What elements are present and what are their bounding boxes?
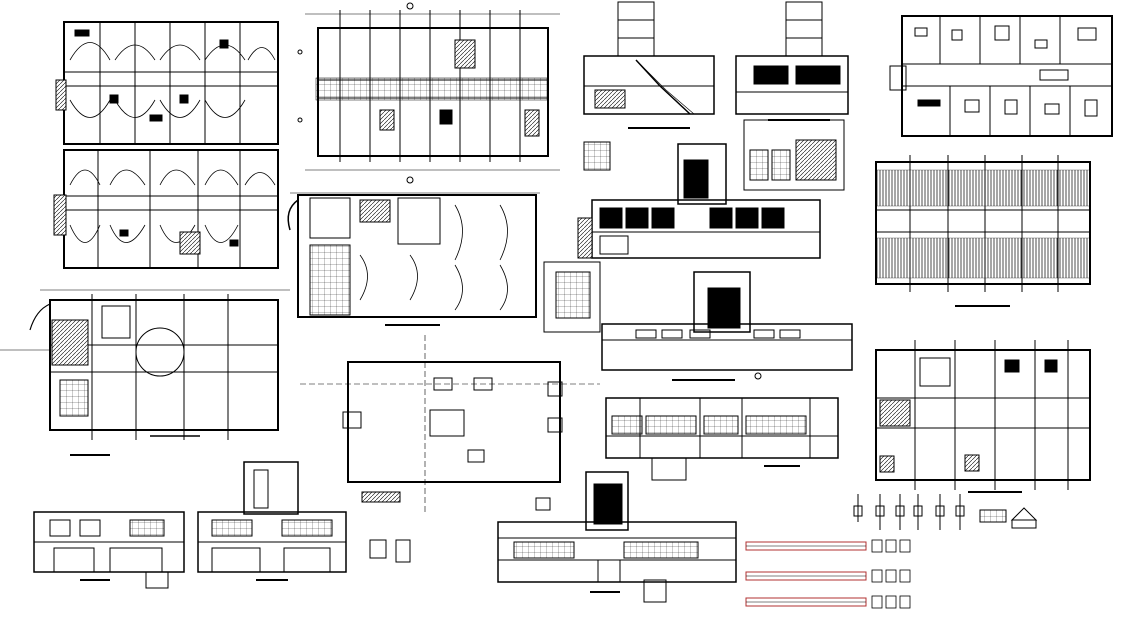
front-elevation-center [601, 271, 853, 381]
structural-grid-plan-top [297, 2, 560, 184]
side-elevation-center [577, 119, 845, 259]
stair-detail [543, 141, 611, 333]
grid-plan-right [875, 155, 1091, 307]
stair-section-top [583, 1, 715, 129]
tower-section-top [735, 1, 849, 121]
elevation-bottom-left-1 [33, 511, 185, 589]
electrical-plan-upper-left [55, 21, 279, 145]
railing-elevation [605, 397, 839, 481]
main-elevation-bottom [497, 471, 737, 603]
beam-details [745, 539, 911, 609]
ground-floor-plan-left [0, 289, 290, 456]
column-details [853, 494, 1038, 530]
roof-plan-center [300, 335, 600, 512]
elevation-bottom-left-2 [197, 461, 411, 581]
ceiling-lighting-plan-center [287, 192, 540, 326]
electrical-plan-lower-left [53, 149, 279, 269]
furniture-plan-top-right [889, 15, 1113, 137]
room-plan-lower-right [875, 340, 1091, 493]
